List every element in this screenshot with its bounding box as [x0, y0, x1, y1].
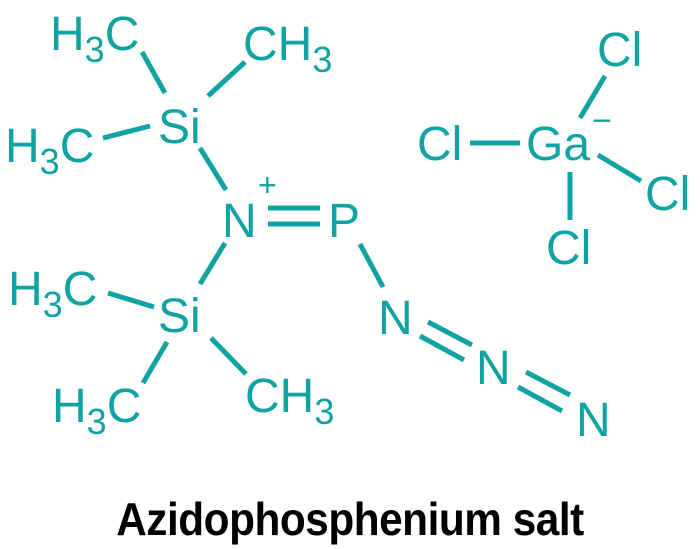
bond-ga-cl-top — [577, 74, 608, 120]
bond-si-ch3-upper-left — [139, 50, 168, 95]
negative-charge: − — [592, 102, 612, 140]
lower-trimethylsilyl-group: Si H3C H3C CH3 — [8, 241, 334, 442]
diagram-caption: Azidophosphenium salt — [116, 493, 584, 545]
upper-trimethylsilyl-group: H3C CH3 H3C Si — [5, 8, 332, 192]
bond-p-n-azide — [357, 242, 386, 289]
azide-nitrogen-3: N — [576, 394, 611, 447]
gallium-atom: Ga — [526, 118, 590, 171]
silicon-atom-lower: Si — [158, 290, 201, 343]
bond-n-si-lower — [197, 241, 228, 286]
azide-nitrogen-1: N — [378, 292, 413, 345]
methyl-lower-left: H3C — [8, 263, 97, 325]
methyl-left: H3C — [5, 120, 94, 182]
methyl-lower-bottom: H3C — [52, 380, 141, 442]
double-bond-n2-n3-upper — [524, 369, 572, 398]
silicon-atom-upper: Si — [158, 101, 201, 154]
methyl-upper-right: CH3 — [243, 18, 332, 80]
positive-charge: + — [258, 167, 277, 203]
bond-si-ch3-lower-left — [107, 290, 155, 310]
double-bond-n2-n3-lower — [516, 384, 564, 414]
chlorine-top: Cl — [597, 24, 642, 77]
bond-si-ch3-lower-bottom — [140, 340, 170, 385]
double-bond-n1-n2-upper — [426, 319, 474, 348]
bond-si-ch3-upper-right — [206, 60, 247, 98]
azide-nitrogen-2: N — [476, 342, 511, 395]
bond-ga-cl-right — [596, 152, 643, 184]
bond-si-n-upper — [197, 146, 229, 192]
bond-si-ch3-lower-right — [209, 336, 248, 376]
double-bond-n1-n2-lower — [418, 333, 466, 363]
chlorine-bottom: Cl — [546, 222, 591, 275]
azide-group: N N N — [357, 242, 611, 447]
methyl-lower-right: CH3 — [245, 370, 334, 432]
chlorine-left: Cl — [417, 118, 462, 171]
phosphorus-atom: P — [328, 195, 360, 248]
nitrogen-atom-center: N — [222, 195, 257, 248]
methyl-upper-left: H3C — [50, 8, 139, 70]
bond-si-ch3-left — [102, 123, 151, 141]
tetrachlorogallate-anion: Cl Cl Ga − Cl Cl — [417, 24, 690, 275]
chlorine-right: Cl — [645, 168, 690, 221]
iminium-phosphenium-core: N + P — [222, 167, 360, 248]
